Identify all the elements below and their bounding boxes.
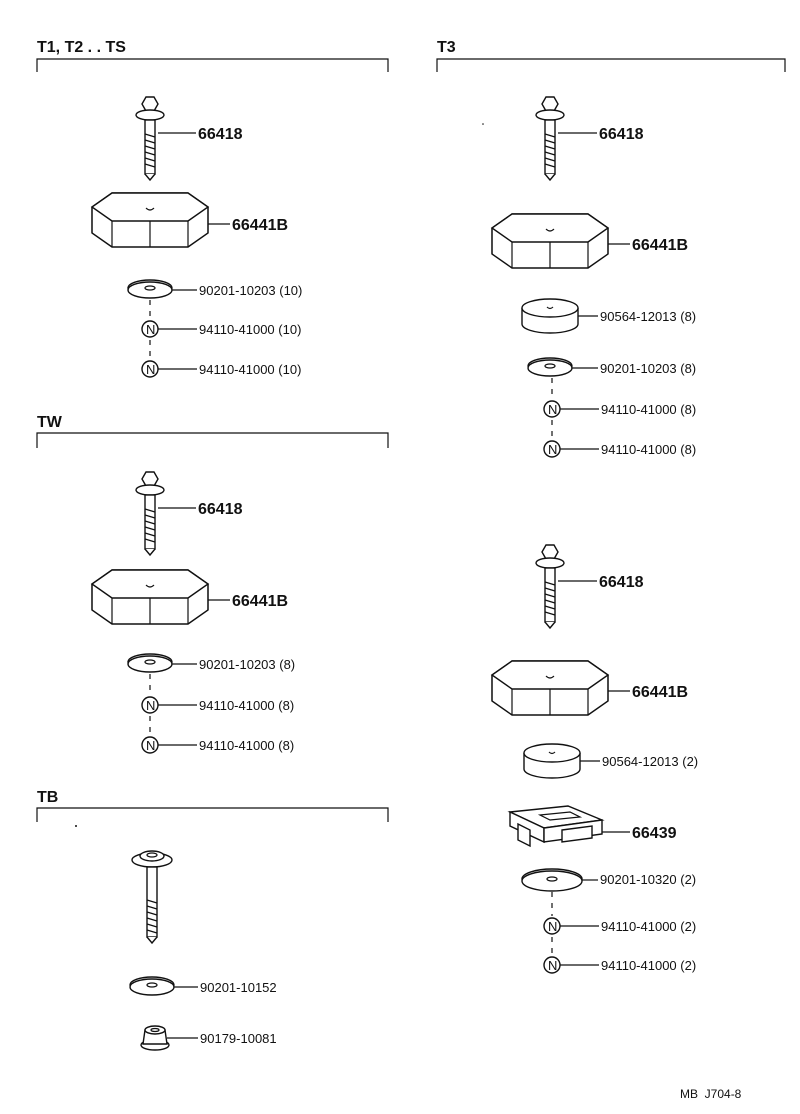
part-number: 90201-10320 (2) <box>600 872 696 887</box>
octagonal-cushion-icon <box>491 660 609 716</box>
flat-washer-icon <box>527 357 573 377</box>
nut-symbol: N <box>548 919 557 934</box>
flat-washer-icon <box>127 279 173 299</box>
nut-symbol: N <box>146 362 155 377</box>
nut-symbol: N <box>146 698 155 713</box>
part-number: 66441B <box>632 684 688 701</box>
part-number: 94110-41000 (8) <box>601 402 696 417</box>
section-title: TB <box>37 789 58 806</box>
part-number: 66439 <box>632 825 677 842</box>
clip-bracket-icon <box>507 805 605 848</box>
part-number: 66441B <box>632 237 688 254</box>
part-number: 66418 <box>599 126 644 143</box>
part-number: 90201-10203 (8) <box>600 361 696 376</box>
part-number: 90201-10203 (10) <box>199 283 302 298</box>
hex-bolt-icon <box>535 96 565 181</box>
flat-washer-icon <box>127 653 173 673</box>
part-number: 94110-41000 (8) <box>199 698 294 713</box>
section-bracket <box>36 58 389 72</box>
nut-symbol: N <box>548 402 557 417</box>
part-number: 66441B <box>232 593 288 610</box>
nut-symbol: N <box>146 322 155 337</box>
nut-symbol: N <box>548 442 557 457</box>
part-number: 90201-10203 (8) <box>199 657 295 672</box>
hex-bolt-icon <box>135 96 165 181</box>
nut-symbol: N <box>548 958 557 973</box>
part-number: 94110-41000 (10) <box>199 322 301 337</box>
cylindrical-spacer-icon <box>521 298 579 334</box>
flange-bolt-icon <box>131 850 173 945</box>
section-title: TW <box>37 414 63 431</box>
flat-washer-icon <box>129 976 175 996</box>
octagonal-cushion-icon <box>491 213 609 269</box>
section-title: T1, T2 . . TS <box>37 39 126 56</box>
flat-washer-icon <box>521 868 583 892</box>
section-t3-assembly-2: 66418 66441B 90564-12013 (2) 66439 90201… <box>491 544 698 974</box>
section-tb: TB 90201-10152 90179-10081 <box>36 789 389 1051</box>
part-number: 90564-12013 (2) <box>602 754 698 769</box>
part-number: 94110-41000 (8) <box>199 738 294 753</box>
part-number: 94110-41000 (8) <box>601 442 696 457</box>
hex-bolt-icon <box>135 471 165 556</box>
flange-nut-icon <box>140 1025 170 1051</box>
hex-bolt-icon <box>535 544 565 629</box>
section-bracket <box>436 58 786 72</box>
part-number: 94110-41000 (2) <box>601 958 696 973</box>
part-number: 66418 <box>599 574 644 591</box>
part-number: 66441B <box>232 217 288 234</box>
part-number: 90201-10152 <box>200 980 277 995</box>
section-bracket <box>36 432 389 448</box>
octagonal-cushion-icon <box>91 192 209 248</box>
nut-symbol: N <box>146 738 155 753</box>
part-number: 94110-41000 (10) <box>199 362 301 377</box>
section-t1-t2-ts: T1, T2 . . TS 66418 66441B 90201-10203 (… <box>36 39 389 378</box>
section-tw: TW 66418 66441B 90201-10203 (8) N 94110-… <box>36 414 389 754</box>
part-number: 90179-10081 <box>200 1031 277 1046</box>
part-number: 94110-41000 (2) <box>601 919 696 934</box>
drawing-reference: MB J704-8 <box>680 1087 742 1101</box>
part-number: 66418 <box>198 501 243 518</box>
part-number: 90564-12013 (8) <box>600 309 696 324</box>
section-title: T3 <box>437 39 456 56</box>
section-bracket <box>36 807 389 822</box>
octagonal-cushion-icon <box>91 569 209 625</box>
section-t3: T3 66418 66441B 90564-12013 (8) 90201-10… <box>436 39 786 458</box>
part-number: 66418 <box>198 126 243 143</box>
cylindrical-spacer-icon <box>523 743 581 779</box>
